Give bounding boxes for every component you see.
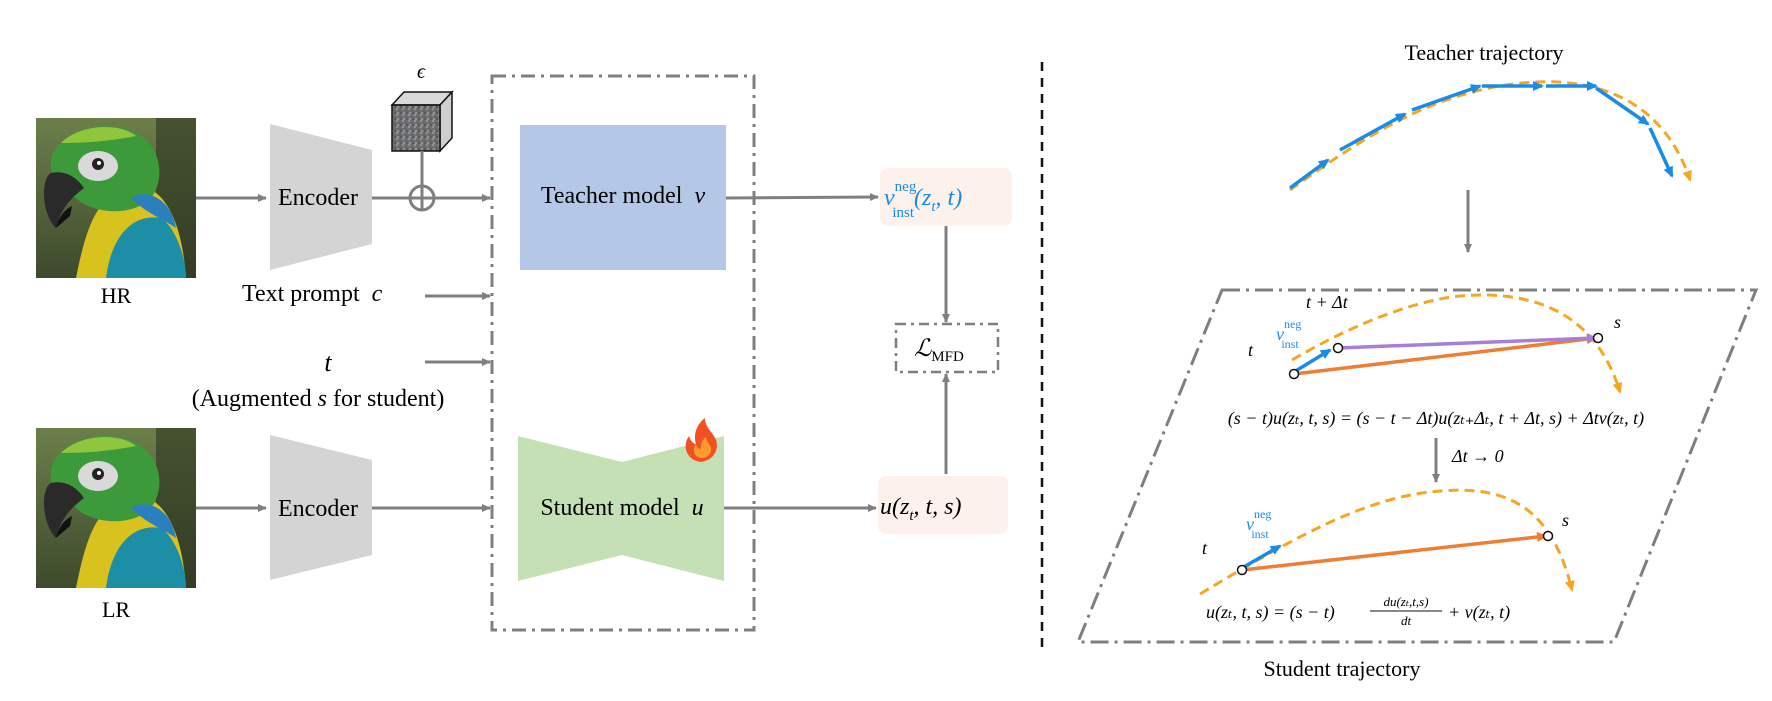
teacher-to-output-arrow	[725, 193, 879, 202]
upper-point-s	[1592, 332, 1604, 344]
student-model-shape	[518, 436, 724, 581]
upper-point-t	[1288, 368, 1300, 380]
lr-label: LR	[102, 597, 130, 622]
encoder-top-shape	[270, 124, 372, 270]
hr-label: HR	[101, 283, 132, 308]
student-output-formula: u(zt, t, s)	[880, 494, 962, 524]
lower-point-t	[1236, 564, 1248, 576]
plus-circle-icon	[408, 184, 436, 212]
parrot-image-lr	[36, 428, 196, 588]
upper-point-t-dt	[1332, 342, 1344, 354]
epsilon-label: ϵ	[417, 61, 426, 83]
limit-label: Δt → 0	[1451, 446, 1504, 466]
augmented-label: (Augmented s for student)	[192, 386, 445, 412]
lower-s-label: s	[1562, 510, 1569, 530]
upper-t-label: t	[1248, 340, 1254, 360]
teacher-trajectory-title: Teacher trajectory	[1404, 40, 1563, 65]
equation-2-numerator: du(zₜ,t,s)	[1383, 594, 1428, 609]
encoder-top-label: Encoder	[278, 185, 358, 211]
lower-point-s	[1542, 530, 1554, 542]
lower-trajectory-curve	[1199, 488, 1575, 596]
teacher-model-label: Teacher model v	[541, 183, 706, 209]
t-input-label: t	[324, 348, 332, 377]
models-container	[490, 74, 756, 632]
student-model-label: Student model u	[540, 495, 703, 521]
teacher-velocity-arrows	[1288, 81, 1674, 190]
upper-orange-arrow	[1293, 334, 1598, 376]
teacher-model-bowtie	[520, 125, 726, 270]
student-trajectory-title: Student trajectory	[1263, 656, 1420, 681]
flame-icon	[685, 418, 717, 462]
lower-orange-arrow	[1241, 532, 1548, 572]
parrot-image-hr	[36, 118, 196, 278]
upper-purple-arrow	[1337, 333, 1598, 350]
upper-blue-arrow	[1293, 348, 1332, 374]
equation-1: (s − t)u(zₜ, t, s) = (s − t − Δt)u(zₜ₊Δₜ…	[1228, 408, 1644, 429]
lower-blue-arrow	[1241, 544, 1282, 570]
encoder-bottom-label: Encoder	[278, 496, 358, 522]
student-output-box	[878, 476, 1008, 534]
lower-t-label: t	[1202, 538, 1208, 558]
noise-cube-icon	[390, 90, 454, 153]
encoder-bottom-shape	[270, 435, 372, 580]
upper-t-dt-label: t + Δt	[1306, 292, 1349, 312]
equation-2-rhs: + v(zₜ, t)	[1448, 602, 1510, 623]
student-plane	[1075, 288, 1759, 644]
upper-s-label: s	[1614, 312, 1621, 332]
teacher-trajectory-curve	[1289, 80, 1692, 192]
equation-2-denominator: dt	[1401, 613, 1412, 628]
loss-box	[894, 322, 1000, 374]
teacher-output-box	[880, 168, 1012, 226]
loss-label: ℒMFD	[914, 336, 964, 365]
equation-2-lhs: u(zₜ, t, s) = (s − t)	[1206, 602, 1335, 623]
text-prompt-label: Text prompt c	[242, 281, 383, 307]
upper-trajectory-curve	[1291, 293, 1623, 394]
